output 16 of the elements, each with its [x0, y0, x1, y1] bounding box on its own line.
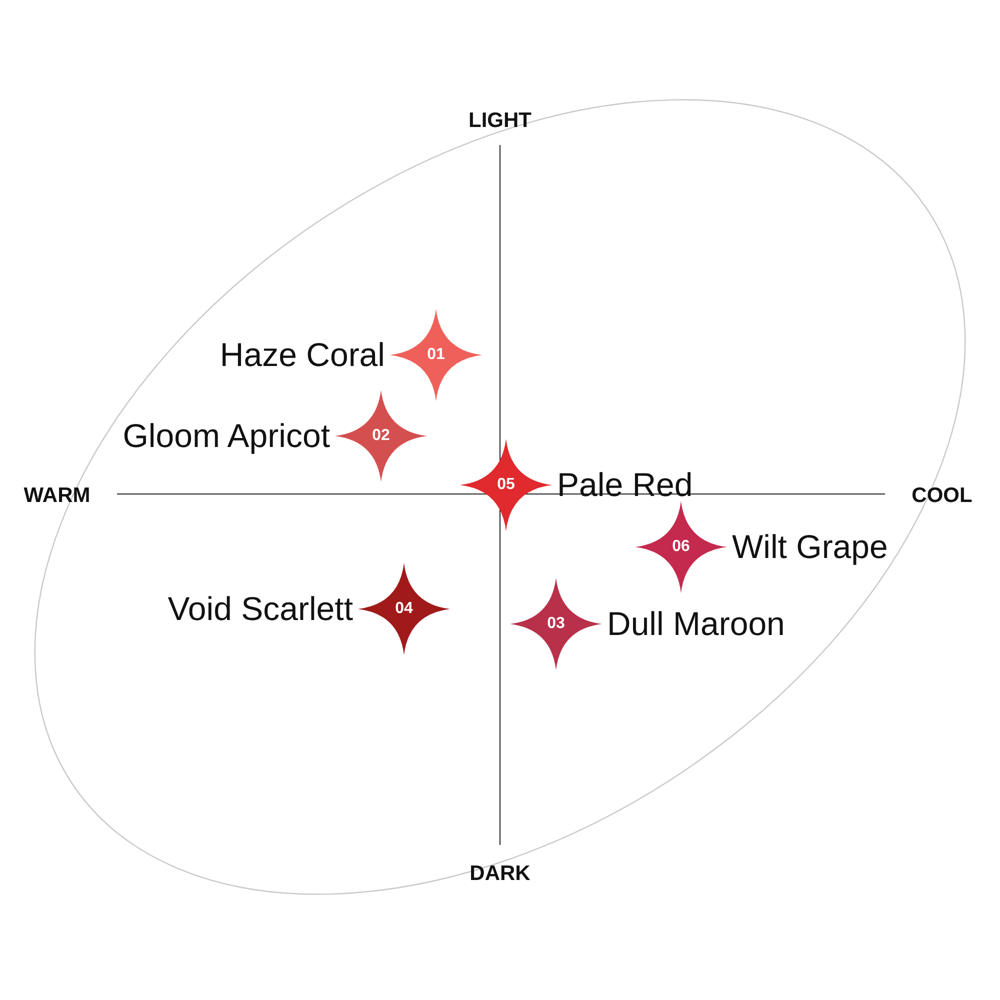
- shade-name: Haze Coral: [220, 337, 385, 373]
- marker-number: 04: [395, 601, 413, 617]
- shade-name: Gloom Apricot: [122, 418, 330, 454]
- marker-number: 02: [372, 428, 390, 444]
- axis-label: DARK: [470, 863, 530, 885]
- marker-number: 06: [672, 539, 690, 555]
- axis-label: LIGHT: [468, 110, 532, 132]
- shade-name: Wilt Grape: [732, 529, 888, 565]
- marker-number: 01: [427, 347, 445, 363]
- marker-number: 05: [497, 477, 515, 493]
- marker-number: 03: [547, 616, 565, 632]
- shade-name: Pale Red: [557, 467, 693, 503]
- shade-name: Void Scarlett: [168, 591, 353, 627]
- shade-name: Dull Maroon: [607, 606, 785, 642]
- axis-label: WARM: [24, 485, 90, 507]
- axis-label: COOL: [912, 485, 972, 507]
